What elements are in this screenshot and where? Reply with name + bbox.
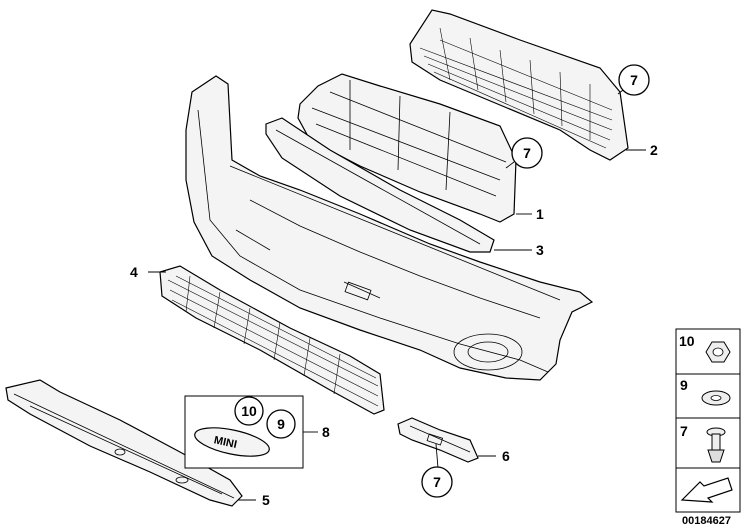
- svg-text:7: 7: [433, 474, 441, 490]
- circled-callout-bottom: 7: [421, 466, 453, 498]
- hex-nut-icon: [705, 341, 731, 363]
- svg-text:7: 7: [630, 72, 638, 88]
- bumper-strip-part[interactable]: [265, 117, 495, 253]
- diagram-id: 00184627: [682, 515, 731, 527]
- callout-8: 8: [322, 424, 330, 440]
- leader-7-mid: [505, 161, 515, 169]
- svg-text:10: 10: [241, 403, 257, 419]
- legend-label-10: 10: [679, 333, 695, 349]
- callout-1: 1: [536, 206, 544, 222]
- front-bumper-part[interactable]: [185, 75, 594, 381]
- legend-label-9: 9: [680, 377, 688, 393]
- fastener-legend: 10 9 7: [675, 328, 741, 513]
- bracket-part[interactable]: [397, 417, 479, 463]
- badge-emblem-text: MINI: [213, 434, 238, 451]
- badge-assembly[interactable]: MINI: [184, 395, 304, 469]
- carrier-part[interactable]: [297, 73, 517, 223]
- leader-7-bottom: [435, 443, 439, 469]
- direction-arrow-icon: [680, 477, 733, 503]
- upper-grille-part[interactable]: [409, 9, 629, 161]
- callout-4: 4: [130, 264, 138, 280]
- callout-2: 2: [650, 142, 658, 158]
- callout-5: 5: [262, 492, 270, 508]
- legend-label-7: 7: [680, 423, 688, 439]
- lower-grille-part[interactable]: [159, 265, 385, 415]
- callout-6: 6: [502, 448, 510, 464]
- svg-text:7: 7: [523, 145, 531, 161]
- circled-callout-middle: 7: [511, 137, 543, 169]
- circled-callout-badge-left: 10: [234, 396, 264, 426]
- circled-callout-top-right: 7: [618, 64, 650, 96]
- circled-callout-badge-right: 9: [266, 409, 296, 439]
- lower-spoiler-part[interactable]: [5, 379, 243, 507]
- svg-text:9: 9: [277, 416, 285, 432]
- washer-icon: [701, 390, 731, 406]
- rivet-icon: [706, 427, 726, 463]
- callout-3: 3: [536, 242, 544, 258]
